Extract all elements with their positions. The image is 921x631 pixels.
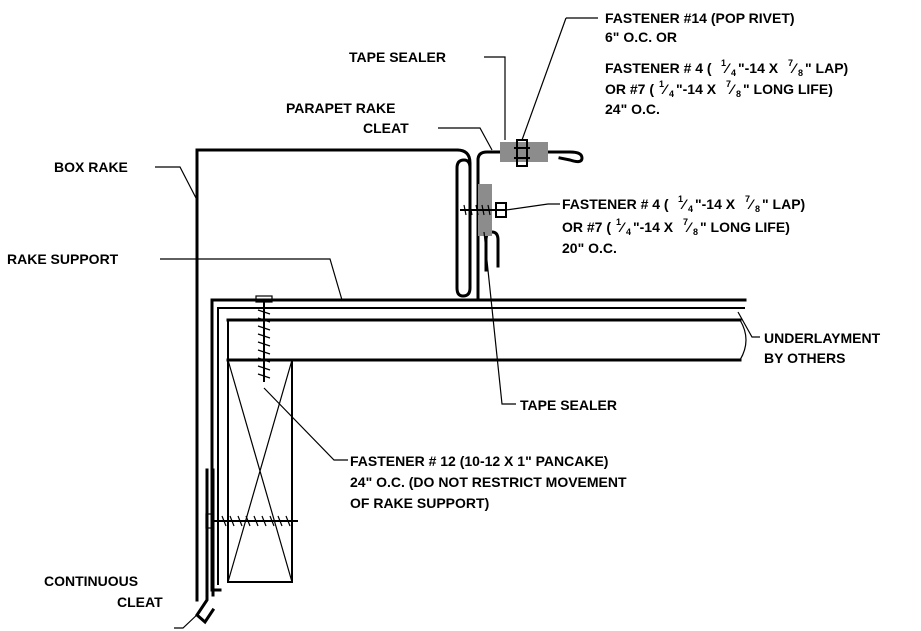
label-fastener-4-mid: FASTENER # 4 ( 1 ⁄ 4 "-14 X 7 ⁄ 8 " LAP) bbox=[562, 194, 805, 214]
box-rake bbox=[195, 148, 459, 602]
frac-num: 1 bbox=[659, 79, 664, 89]
frac-den: 4 bbox=[626, 227, 631, 237]
frac-num: 7 bbox=[726, 79, 731, 89]
label-or7-top-mid: "-14 X bbox=[676, 81, 717, 97]
label-continuous-line1: CONTINUOUS bbox=[44, 573, 138, 589]
frac-slash: ⁄ bbox=[618, 219, 626, 235]
rake-support bbox=[210, 298, 224, 592]
frac-slash: ⁄ bbox=[728, 81, 736, 97]
label-or7-top-post: " LONG LIFE) bbox=[743, 81, 833, 97]
pancake-fastener bbox=[255, 295, 273, 382]
frac-num: 7 bbox=[788, 58, 793, 68]
parapet-cleat-inner-hem bbox=[476, 150, 584, 302]
label-fastener-12-line2: 24" O.C. (DO NOT RESTRICT MOVEMENT bbox=[350, 474, 627, 490]
label-fastener-14-line1: FASTENER #14 (POP RIVET) bbox=[605, 10, 795, 26]
frac-num: 1 bbox=[616, 217, 621, 227]
frac-slash: ⁄ bbox=[747, 196, 755, 212]
label-parapet-rake-line1: PARAPET RAKE bbox=[286, 100, 395, 116]
wood-blocking-x bbox=[227, 359, 293, 583]
label-fastener-4-top: FASTENER # 4 ( 1 ⁄ 4 "-14 X 7 ⁄ 8 " LAP) bbox=[605, 58, 848, 78]
label-rake-support: RAKE SUPPORT bbox=[7, 251, 119, 267]
label-oc-24-top: 24" O.C. bbox=[605, 101, 660, 117]
frac-slash: ⁄ bbox=[723, 60, 731, 76]
label-or7-top: OR #7 ( 1 ⁄ 4 "-14 X 7 ⁄ 8 " LONG LIFE) bbox=[605, 79, 833, 99]
side-fastener bbox=[205, 513, 298, 529]
labels: FASTENER #14 (POP RIVET) 6" O.C. OR FAST… bbox=[7, 10, 881, 610]
label-fastener-4-top-pre: FASTENER # 4 ( bbox=[605, 60, 712, 76]
frac-slash: ⁄ bbox=[790, 60, 798, 76]
label-fastener-4-mid-pre: FASTENER # 4 ( bbox=[562, 196, 669, 212]
frac-den: 8 bbox=[798, 68, 803, 78]
label-parapet-rake-line2: CLEAT bbox=[363, 120, 409, 136]
pop-rivet-fastener bbox=[514, 139, 530, 167]
label-fastener-4-mid-post: " LAP) bbox=[762, 196, 805, 212]
rake-support-inner bbox=[217, 307, 222, 585]
frac-num: 7 bbox=[683, 217, 688, 227]
wood-blocking bbox=[227, 359, 293, 583]
frac-den: 8 bbox=[736, 89, 741, 99]
label-box-rake: BOX RAKE bbox=[54, 159, 128, 175]
parapet-rake-cleat bbox=[455, 148, 472, 298]
frac-slash: ⁄ bbox=[680, 196, 688, 212]
deck-break-line bbox=[739, 319, 747, 361]
frac-slash: ⁄ bbox=[685, 219, 693, 235]
label-fastener-12-line3: OF RAKE SUPPORT) bbox=[350, 495, 489, 511]
label-or7-mid-post: " LONG LIFE) bbox=[700, 219, 790, 235]
label-continuous-line2: CLEAT bbox=[117, 594, 163, 610]
label-oc-20: 20" O.C. bbox=[562, 240, 617, 256]
label-underlayment-line1: UNDERLAYMENT bbox=[764, 330, 881, 346]
label-fastener-14-line2: 6" O.C. OR bbox=[605, 29, 677, 45]
label-or7-mid: OR #7 ( 1 ⁄ 4 "-14 X 7 ⁄ 8 " LONG LIFE) bbox=[562, 217, 790, 237]
frac-den: 4 bbox=[731, 68, 736, 78]
label-or7-top-pre: OR #7 ( bbox=[605, 81, 654, 97]
frac-num: 7 bbox=[745, 194, 750, 204]
label-or7-mid-mid: "-14 X bbox=[633, 219, 674, 235]
label-fastener-4-top-mid: "-14 X bbox=[738, 60, 779, 76]
label-underlayment-line2: BY OTHERS bbox=[764, 350, 845, 366]
leader-lines bbox=[155, 17, 760, 629]
frac-den: 8 bbox=[693, 227, 698, 237]
frac-slash: ⁄ bbox=[661, 81, 669, 97]
frac-num: 1 bbox=[678, 194, 683, 204]
label-tape-sealer-top: TAPE SEALER bbox=[349, 49, 446, 65]
label-or7-mid-pre: OR #7 ( bbox=[562, 219, 611, 235]
frac-den: 8 bbox=[755, 204, 760, 214]
roof-deck bbox=[226, 318, 742, 362]
label-tape-sealer-bottom: TAPE SEALER bbox=[520, 397, 617, 413]
lap-fastener bbox=[460, 202, 507, 218]
label-fastener-12-line1: FASTENER # 12 (10-12 X 1" PANCAKE) bbox=[350, 453, 608, 469]
tape-sealer-top bbox=[500, 142, 548, 162]
label-fastener-4-top-post: " LAP) bbox=[805, 60, 848, 76]
drawing-geometry bbox=[195, 139, 747, 625]
frac-den: 4 bbox=[688, 204, 693, 214]
label-fastener-4-mid-mid: "-14 X bbox=[695, 196, 736, 212]
frac-num: 1 bbox=[721, 58, 726, 68]
frac-den: 4 bbox=[669, 89, 674, 99]
